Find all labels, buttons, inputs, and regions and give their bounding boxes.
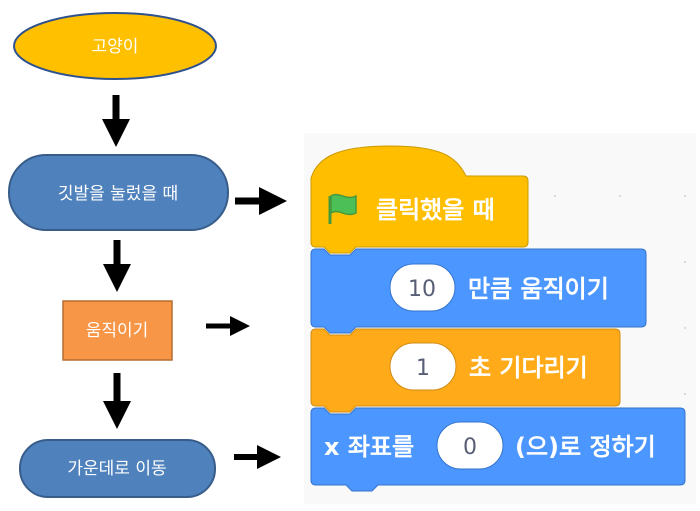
- flowchart-move-node: 움직이기: [62, 300, 173, 361]
- flowchart-go-center-node: 가운데로 이동: [19, 439, 216, 498]
- move-steps-value: 10: [408, 277, 436, 302]
- move-steps-input[interactable]: [389, 263, 456, 312]
- scratch-wait-block[interactable]: 1 초 기다리기: [310, 328, 621, 413]
- flag-clicked-node-label: 깃발을 눌렀을 때: [58, 184, 178, 204]
- wait-seconds-value: 1: [416, 356, 430, 381]
- scratch-move-steps-block[interactable]: 10 만큼 움직이기: [310, 248, 647, 334]
- scratch-when-flag-clicked-block[interactable]: 클릭했을 때: [310, 145, 529, 254]
- flowchart-flag-clicked-node: 깃발을 눌렀을 때: [8, 154, 229, 231]
- workspace-grid-dots: [553, 194, 687, 396]
- set-x-suffix-label: (으)로 정하기: [515, 433, 656, 461]
- hat-block-label: 클릭했을 때: [376, 196, 495, 224]
- set-x-value: 0: [463, 435, 477, 460]
- set-x-prefix-label: x 좌표를: [324, 433, 414, 461]
- scratch-set-x-block[interactable]: x 좌표를 0 (으)로 정하기: [310, 407, 686, 492]
- wait-block-label: 초 기다리기: [469, 354, 588, 382]
- move-node-label: 움직이기: [86, 321, 149, 341]
- start-node-label: 고양이: [92, 37, 139, 57]
- go-center-node-label: 가운데로 이동: [67, 459, 166, 479]
- move-block-label: 만큼 움직이기: [468, 275, 609, 303]
- flowchart-start-node: 고양이: [13, 12, 217, 80]
- wait-seconds-input[interactable]: [389, 342, 457, 391]
- green-flag-icon: [328, 193, 357, 224]
- set-x-value-input[interactable]: [436, 421, 504, 470]
